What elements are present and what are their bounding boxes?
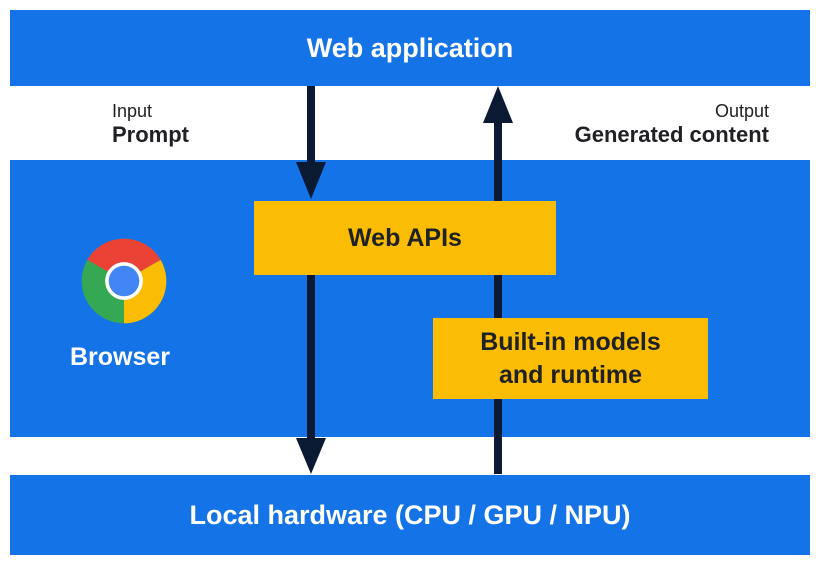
builtin-models-line1: Built-in models (480, 328, 661, 356)
input-caption: Input (112, 101, 153, 121)
chrome-logo-icon (81, 238, 167, 324)
generated-content-title: Generated content (574, 121, 769, 147)
local-hardware-label: Local hardware (CPU / GPU / NPU) (189, 499, 631, 530)
web-application-label: Web application (306, 32, 514, 63)
web-apis-box: Web APIs (254, 201, 556, 275)
web-application-band: Web application (10, 10, 810, 86)
web-apis-label: Web APIs (348, 223, 462, 252)
output-caption: Output (714, 101, 769, 121)
output-label: Output Generated content (575, 101, 769, 147)
browser-label: Browser (70, 343, 171, 371)
builtin-models-box: Built-in models and runtime (433, 318, 708, 399)
prompt-title: Prompt (112, 121, 189, 147)
local-hardware-band: Local hardware (CPU / GPU / NPU) (10, 475, 810, 555)
builtin-models-line2: and runtime (498, 360, 643, 389)
input-label: Input Prompt (112, 101, 189, 147)
